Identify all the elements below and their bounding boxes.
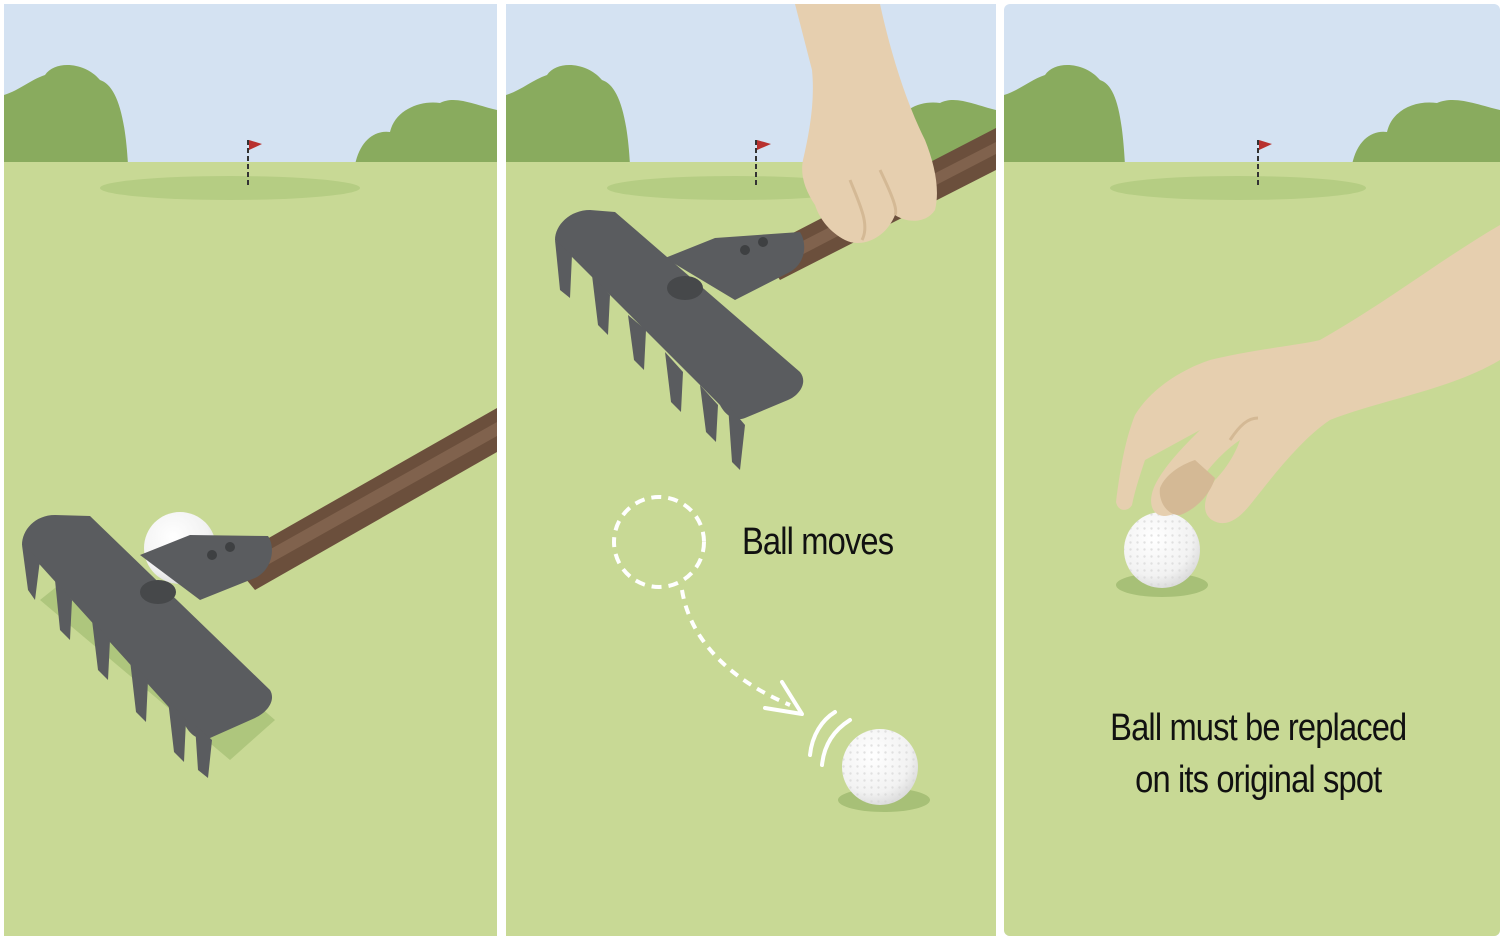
flag-icon [755, 140, 771, 188]
tree-line [4, 64, 497, 165]
caption-ball-replaced: Ball must be replaced on its original sp… [1088, 702, 1429, 806]
putting-green [100, 176, 360, 200]
flag-icon [1257, 140, 1272, 188]
panel-1 [4, 4, 497, 936]
tree-line [1004, 64, 1500, 165]
original-spot-marker [612, 495, 706, 589]
hand-icon [795, 4, 937, 243]
caption-ball-moves: Ball moves [742, 521, 894, 563]
panel-2 [506, 4, 996, 936]
golf-ball-icon [842, 729, 918, 805]
putting-green [1110, 176, 1366, 200]
panel-divider [497, 0, 506, 940]
panel-3 [1004, 4, 1500, 936]
golf-ball-icon [1124, 512, 1200, 588]
caption-line-1: Ball must be replaced [1110, 707, 1407, 749]
panel-divider [996, 0, 1004, 940]
rake-icon [22, 408, 497, 778]
putting-green [607, 176, 863, 200]
hand-icon [1116, 225, 1500, 524]
movement-arrow [680, 589, 791, 707]
caption-line-2: on its original spot [1135, 759, 1382, 801]
flag-icon [247, 140, 262, 188]
